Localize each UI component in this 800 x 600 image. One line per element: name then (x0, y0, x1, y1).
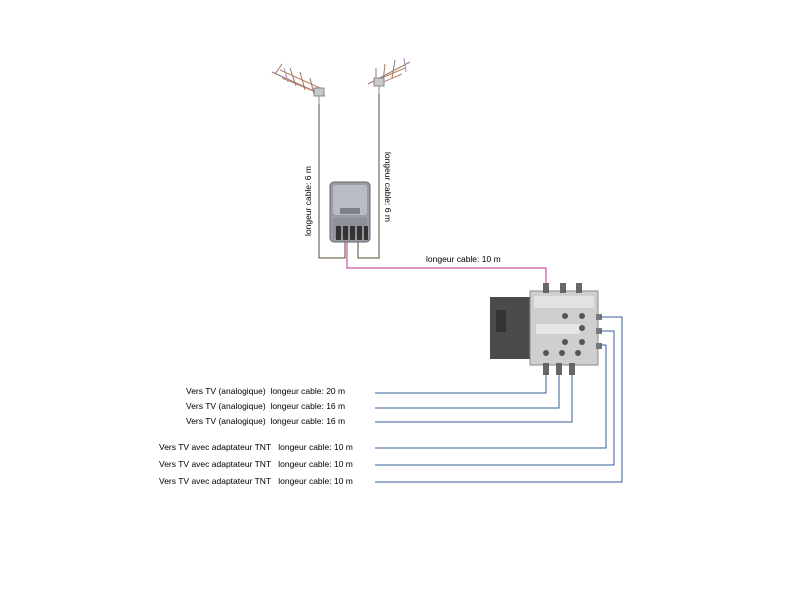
antenna-cables (318, 94, 380, 259)
right-antenna-icon (367, 57, 411, 94)
output-label: Vers TV (analogique) longeur cable: 20 m (186, 387, 345, 396)
output-destination: Vers TV (analogique) (186, 386, 266, 396)
output-length: longeur cable: 10 m (278, 476, 353, 486)
output-destination: Vers TV avec adaptateur TNT (159, 442, 272, 452)
combiner-box (329, 181, 371, 243)
output-length: longeur cable: 10 m (278, 459, 353, 469)
output-length: longeur cable: 10 m (278, 442, 353, 452)
output-label: Vers TV avec adaptateur TNT longeur cabl… (159, 443, 353, 452)
link-cable-label: longeur cable: 10 m (426, 254, 501, 264)
output-label: Vers TV avec adaptateur TNT longeur cabl… (159, 460, 353, 469)
left-antenna-cable-label: longeur cable: 6 m (303, 166, 313, 236)
output-label: Vers TV avec adaptateur TNT longeur cabl… (159, 477, 353, 486)
right-antenna-cable-label: longeur cable: 6 m (383, 152, 393, 222)
output-destination: Vers TV avec adaptateur TNT (159, 459, 272, 469)
output-length: longeur cable: 16 m (270, 401, 346, 411)
output-destination: Vers TV (analogique) (186, 416, 266, 426)
link-cable (346, 242, 547, 288)
output-destination: Vers TV (analogique) (186, 401, 266, 411)
output-length: longeur cable: 16 m (270, 416, 346, 426)
output-destination: Vers TV avec adaptateur TNT (159, 476, 272, 486)
output-cables (375, 316, 623, 483)
output-label: Vers TV (analogique) longeur cable: 16 m (186, 417, 345, 426)
distribution-amplifier (490, 283, 602, 375)
output-label: Vers TV (analogique) longeur cable: 16 m (186, 402, 345, 411)
output-length: longeur cable: 20 m (270, 386, 346, 396)
left-antenna-icon (271, 63, 326, 104)
